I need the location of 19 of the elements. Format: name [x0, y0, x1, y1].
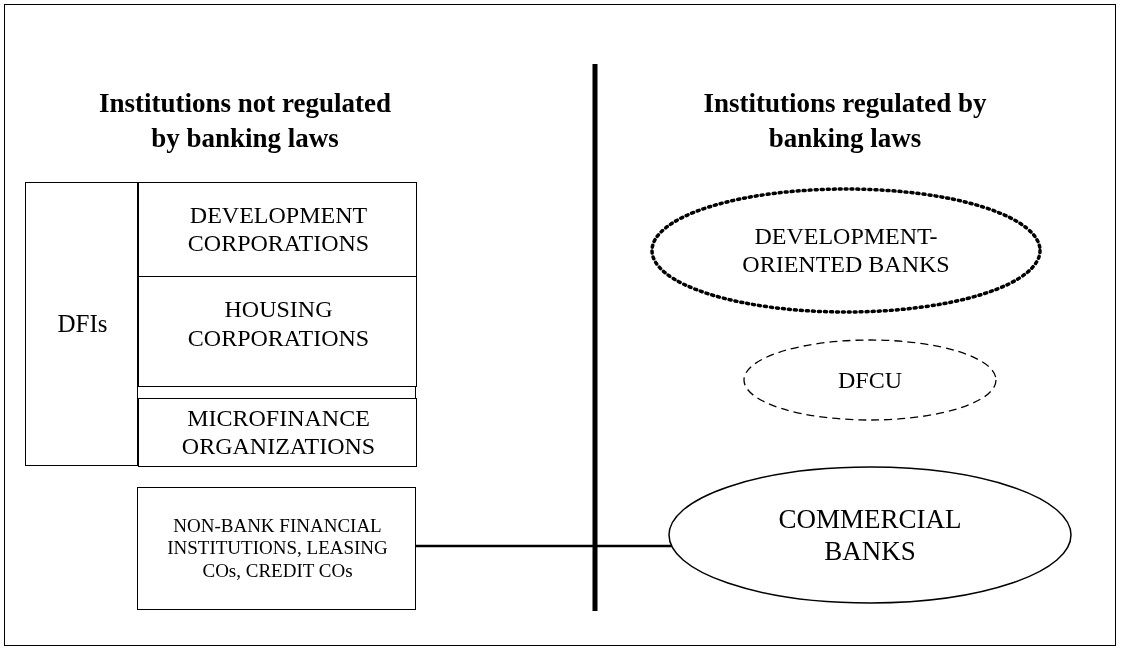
category-box	[137, 487, 416, 610]
node-label: NON-BANK FINANCIAL INSTITUTIONS, LEASING COs, CREDIT COs	[166, 514, 389, 583]
node-label: DEVELOPMENT-ORIENTED BANKS	[741, 221, 951, 280]
column-heading: Institutions regulated by banking laws	[702, 87, 988, 156]
group-box	[25, 182, 416, 466]
column-heading: Institutions not regulated by banking laws	[97, 87, 392, 156]
node-label: DFCU	[836, 365, 903, 395]
dashed-ellipse	[742, 338, 998, 422]
node-label: DFIs	[56, 309, 109, 339]
dotted-ellipse	[650, 187, 1042, 314]
node-label: COMMERCIAL BANKS	[777, 502, 963, 568]
ellipse-node	[667, 465, 1073, 605]
connector-line	[416, 544, 672, 548]
category-box	[138, 398, 417, 467]
category-box	[138, 276, 417, 387]
category-box	[138, 181, 417, 278]
node-label: MICROFINANCE ORGANIZATIONS	[180, 403, 377, 462]
node-label: DEVELOPMENT CORPORATIONS	[186, 200, 371, 259]
node-label: HOUSING CORPORATIONS	[186, 295, 371, 353]
